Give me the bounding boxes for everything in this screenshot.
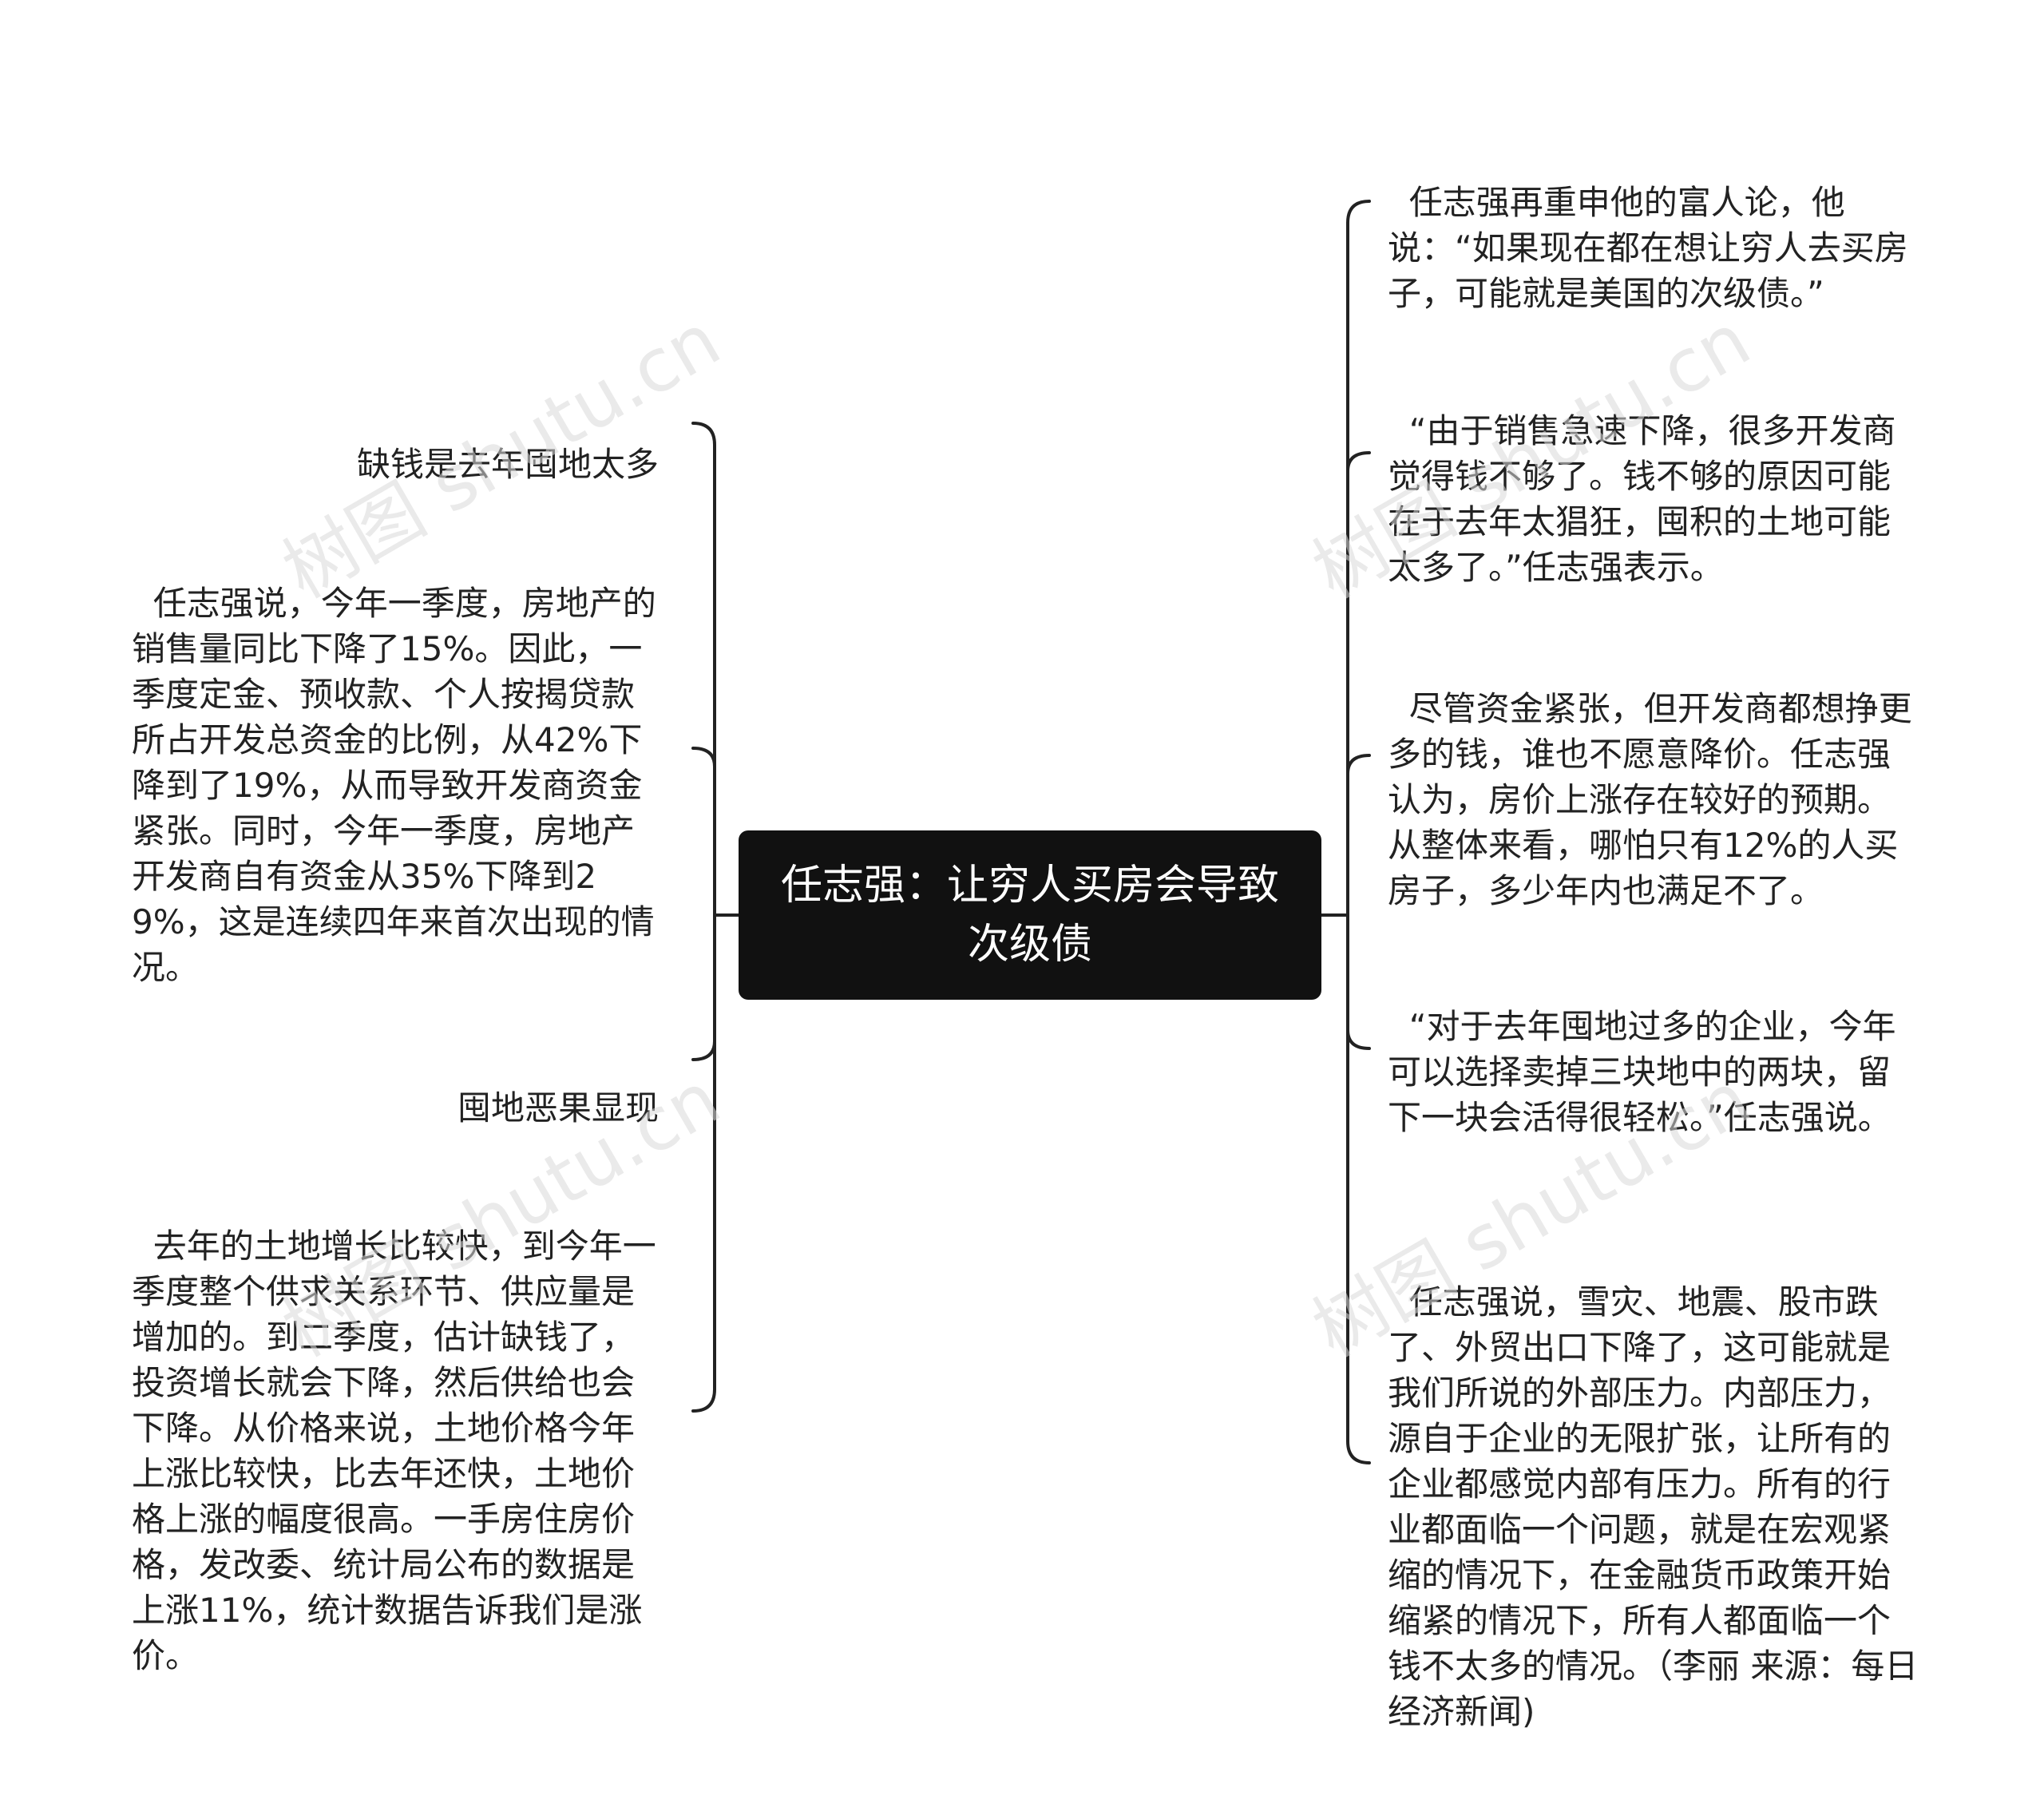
left-topic-land-growth[interactable]: 去年的土地增长比较快，到今年一季度整个供求关系环节、供应量是增加的。到二季度，估… bbox=[132, 1227, 656, 1675]
right-topic-sell-land[interactable]: “对于去年囤地过多的企业，今年可以选择卖掉三块地中的两块，留下一块会活得很轻松。… bbox=[1388, 1007, 1896, 1137]
right-topic-price-expectation[interactable]: 尽管资金紧张，但开发商都想挣更多的钱，谁也不愿意降价。任志强认为，房价上涨存在较… bbox=[1388, 689, 1912, 910]
central-topic[interactable]: 任志强：让穷人买房会导致次级债 bbox=[739, 830, 1321, 1000]
right-topic-money-shortage[interactable]: “由于销售急速下降，很多开发商觉得钱不够了。钱不够的原因可能在于去年太猖狂，囤积… bbox=[1388, 411, 1896, 587]
left-topic-lacking-money[interactable]: 缺钱是去年囤地太多 bbox=[356, 445, 659, 484]
left-topic-hoarding-consequence[interactable]: 囤地恶果显现 bbox=[457, 1088, 659, 1127]
right-topic-rich-theory[interactable]: 任志强再重申他的富人论，他说：“如果现在都在想让穷人去买房子，可能就是美国的次级… bbox=[1388, 183, 1908, 313]
left-topic-sales-decline[interactable]: 任志强说，今年一季度，房地产的销售量同比下降了15%。因此，一季度定金、预收款、… bbox=[132, 584, 656, 987]
central-topic-title: 任志强：让穷人买房会导致次级债 bbox=[780, 862, 1279, 969]
right-topic-external-pressure[interactable]: 任志强说，雪灾、地震、股市跌了、外贸出口下降了，这可能就是我们所说的外部压力。内… bbox=[1388, 1282, 1919, 1731]
